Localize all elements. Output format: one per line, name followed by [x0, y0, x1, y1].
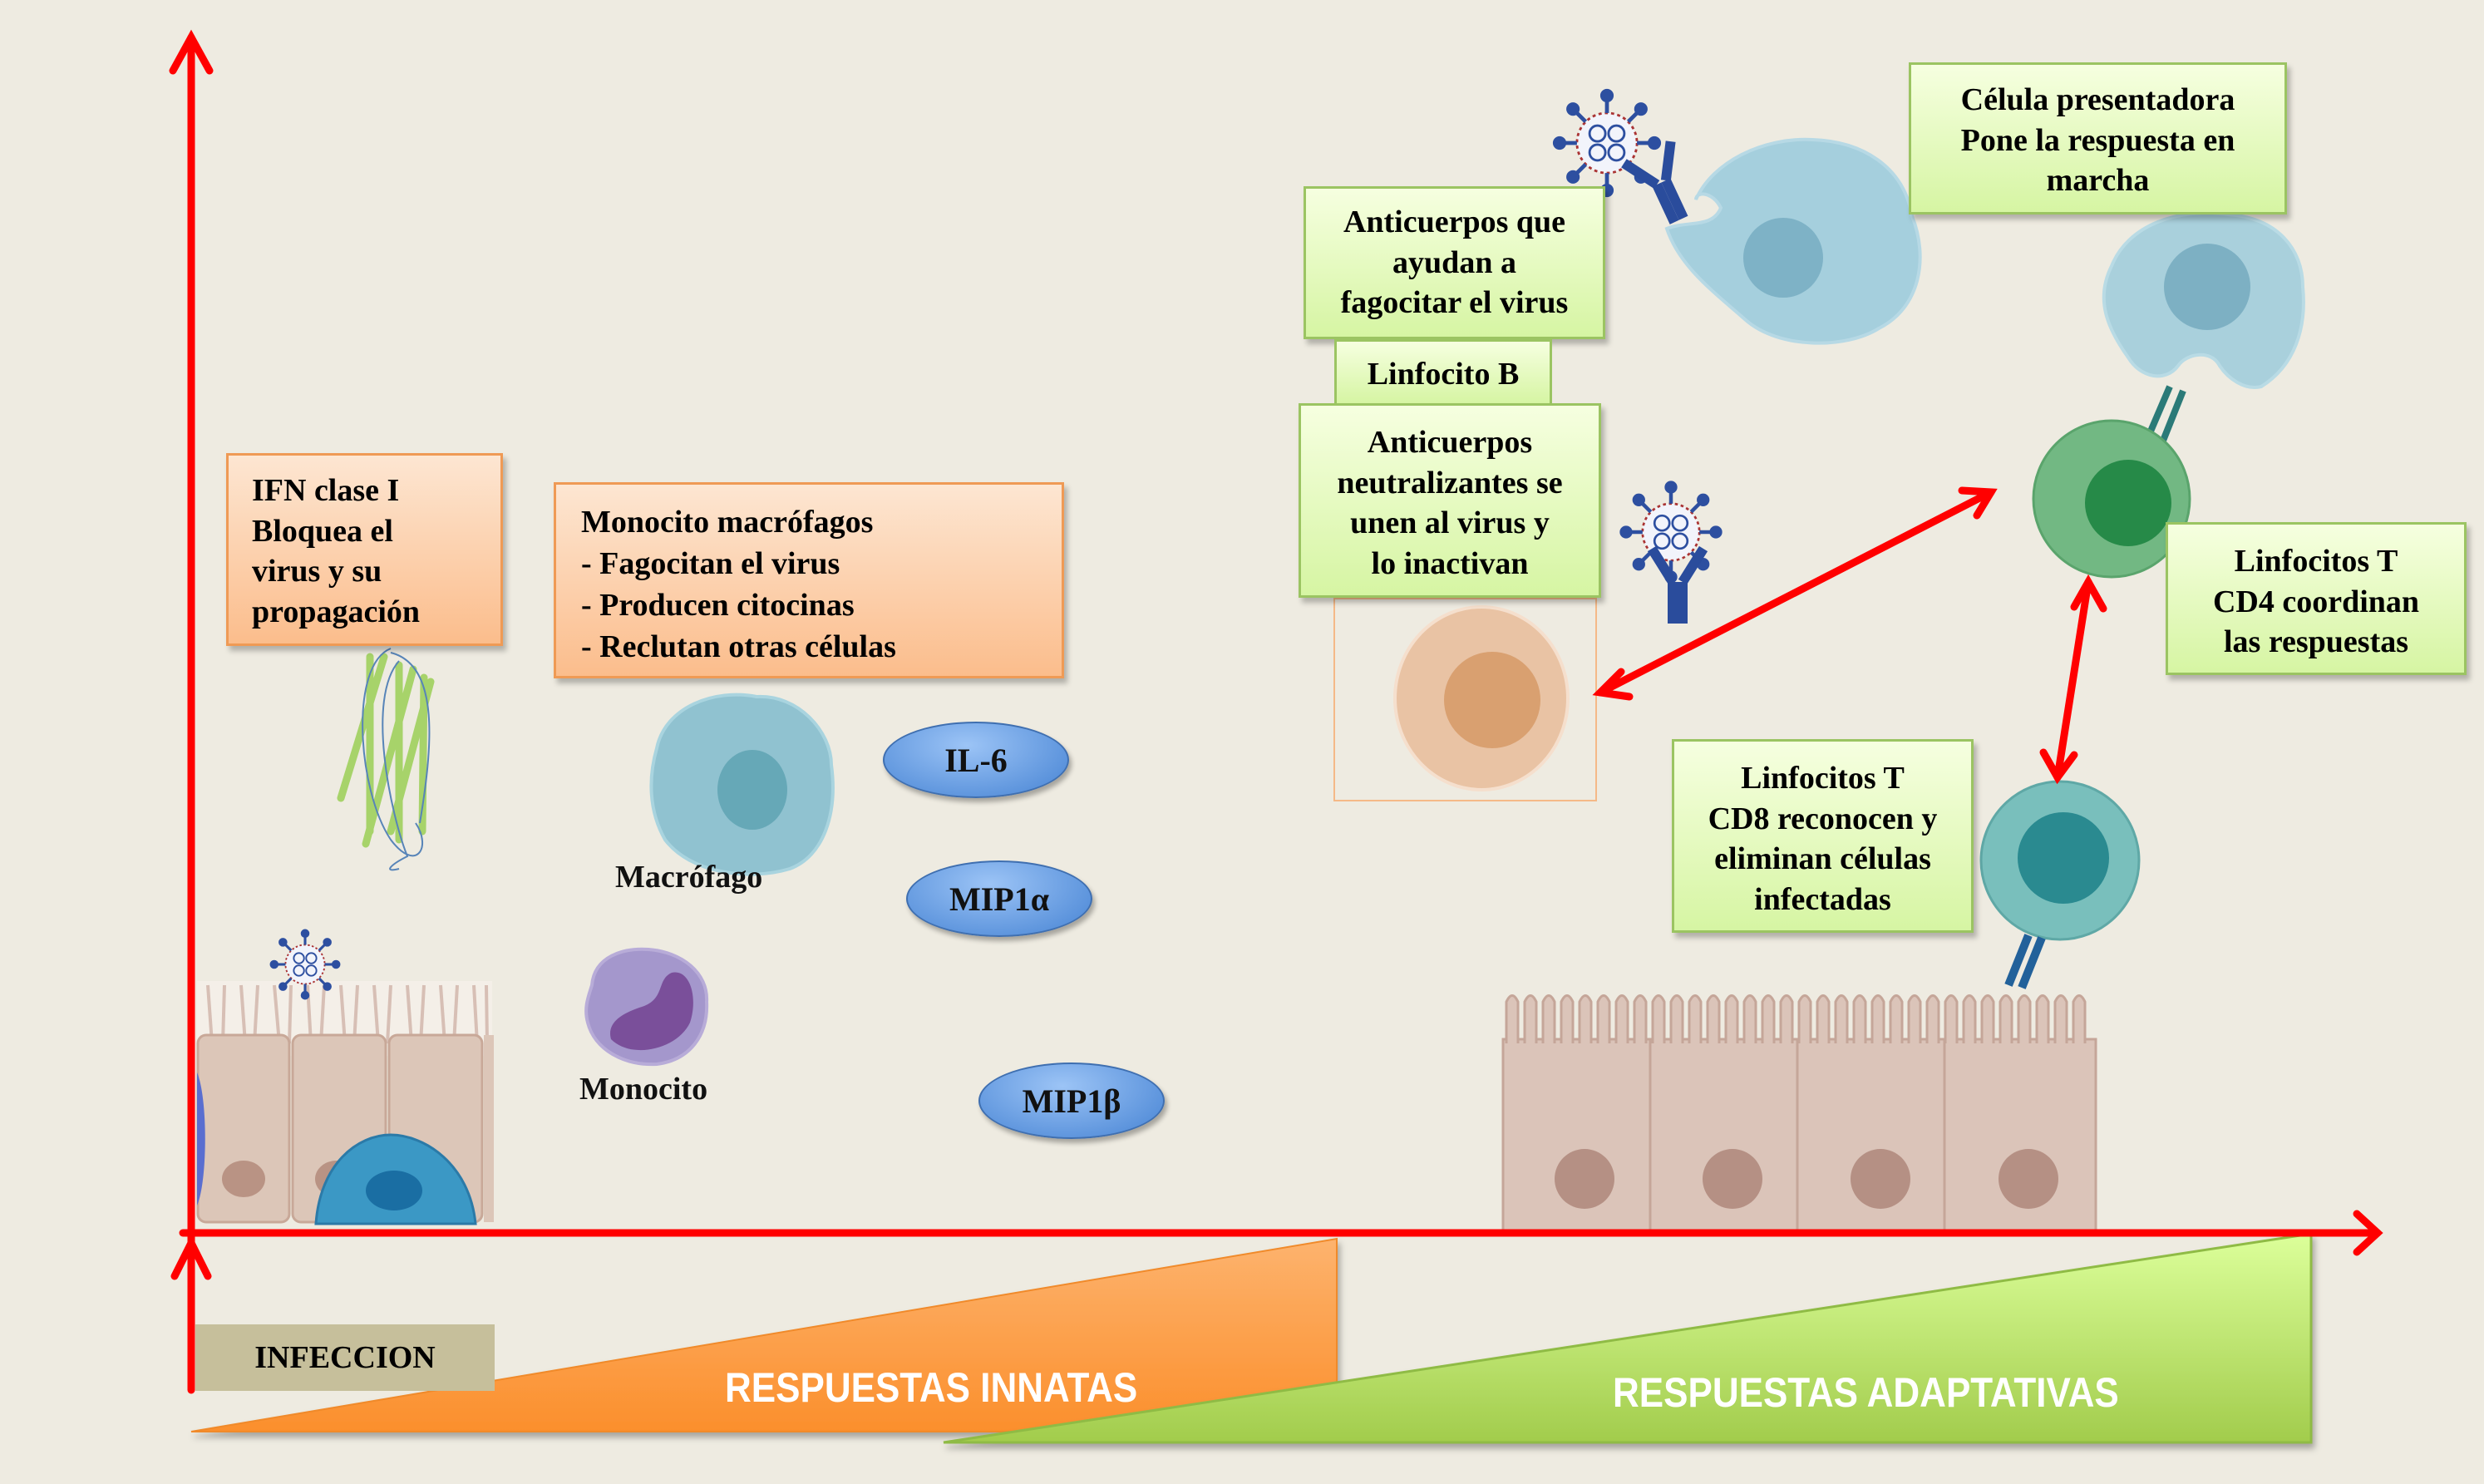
microvillus — [2017, 994, 2032, 1043]
ifn-line: IFN clase I — [252, 473, 400, 508]
microvillus — [1779, 994, 1794, 1043]
microvillus — [1852, 994, 1867, 1043]
microvillus — [1669, 994, 1684, 1043]
microvillus — [1761, 994, 1776, 1043]
info-line: neutralizantes se — [1337, 465, 1563, 500]
infected-epithelium — [196, 929, 494, 1225]
info-line: CD4 coordinan — [2212, 584, 2420, 619]
arrow-cd4-cd8 — [2053, 578, 2092, 781]
microvillus — [1980, 994, 1995, 1043]
microvillus — [2072, 994, 2087, 1043]
microvillus — [2053, 994, 2068, 1043]
monocyte-label: Monocito — [579, 1072, 708, 1107]
microvillus — [1541, 994, 1556, 1043]
info-line: las respuestas — [2223, 624, 2409, 660]
monocyte-cell-icon — [584, 947, 709, 1067]
microvillus — [1944, 994, 1959, 1043]
info-line: Linfocitos T — [1741, 761, 1905, 796]
neutralizing-antibodies-box: Anticuerpos neutralizantes se unen al vi… — [1299, 403, 1601, 598]
info-line: Pone la respuesta en — [1960, 122, 2235, 158]
microvillus — [2035, 994, 2050, 1043]
b-lymphocyte-box: Linfocito B — [1334, 339, 1552, 406]
info-line: Anticuerpos — [1367, 425, 1533, 460]
antigen-presenting-cell-box: Célula presentadora Pone la respuesta en… — [1909, 62, 2287, 214]
microvillus — [1505, 994, 1520, 1043]
cytokine-il6: IL-6 — [883, 722, 1069, 798]
opsonizing-antibodies-box: Anticuerpos que ayudan a fagocitar el vi… — [1304, 186, 1605, 339]
info-line: fagocitar el virus — [1340, 285, 1569, 321]
innate-response-label: RESPUESTAS INNATAS — [725, 1364, 1138, 1411]
microvillus — [1889, 994, 1904, 1043]
cd4-t-cell-icon — [2032, 419, 2191, 579]
microvillus — [1724, 994, 1739, 1043]
cd8-t-cell-icon — [1979, 780, 2141, 989]
epithelium-cells — [1501, 994, 2097, 1232]
info-line: CD8 reconocen y — [1708, 801, 1938, 836]
microvillus — [1523, 994, 1538, 1043]
microvillus — [1596, 994, 1611, 1043]
antigen-presenting-cell-icon — [2102, 211, 2305, 451]
info-line: infectadas — [1754, 881, 1891, 917]
infection-label: INFECCION — [195, 1324, 495, 1391]
adaptive-response-label: RESPUESTAS ADAPTATIVAS — [1613, 1369, 2119, 1416]
ifn-line: Bloquea el — [252, 513, 393, 549]
microvillus — [1742, 994, 1757, 1043]
adaptive-response-triangle — [943, 1232, 2313, 1444]
macrophage-cell-icon — [649, 693, 835, 876]
monocyte-macrophage-info-box: Monocito macrófagos - Fagocitan el virus… — [554, 482, 1064, 678]
y-axis-arrowhead — [169, 29, 214, 75]
microvillus — [1578, 994, 1593, 1043]
microvillus — [1999, 994, 2013, 1043]
info-line: Linfocito B — [1367, 357, 1520, 392]
cytokine-mip1a: MIP1α — [906, 860, 1092, 937]
microvillus — [1651, 994, 1666, 1043]
ifn-info-box: IFN clase I Bloquea el virus y su propag… — [226, 453, 503, 646]
cd4-info-box: Linfocitos T CD4 coordinan las respuesta… — [2166, 522, 2467, 675]
phagocyte-with-antibody-icon — [1555, 91, 1922, 345]
ifn-molecule-icon — [337, 648, 435, 871]
ifn-line: virus y su — [252, 554, 382, 589]
microvillus — [1834, 994, 1849, 1043]
microvillus — [1614, 994, 1629, 1043]
info-line: Linfocitos T — [2234, 544, 2398, 579]
microvillus — [1925, 994, 1940, 1043]
ifn-line: propagación — [252, 594, 421, 629]
arrow-cd4-bcell — [1596, 488, 1995, 697]
info-line: ayudan a — [1392, 244, 1516, 280]
x-axis-arrowhead — [2353, 1210, 2383, 1256]
info-line: Monocito macrófagos — [581, 505, 874, 540]
info-line: - Producen citocinas — [581, 588, 855, 624]
axes — [169, 29, 2383, 1394]
microvillus — [1560, 994, 1575, 1043]
info-line: - Reclutan otras células — [581, 629, 896, 665]
info-line: eliminan células — [1714, 841, 1931, 877]
infection-marker-arrowhead — [170, 1234, 212, 1280]
info-line: - Fagocitan el virus — [581, 546, 840, 582]
b-cell-icon — [1333, 483, 1720, 801]
info-line: marcha — [2046, 163, 2150, 199]
cytokine-mip1b: MIP1β — [978, 1062, 1165, 1139]
info-line: Célula presentadora — [1960, 82, 2235, 117]
microvillus — [1907, 994, 1922, 1043]
microvillus — [1797, 994, 1812, 1043]
info-line: Anticuerpos que — [1343, 205, 1566, 239]
info-line: lo inactivan — [1371, 545, 1529, 581]
microvillus — [1706, 994, 1721, 1043]
microvillus — [1633, 994, 1648, 1043]
microvillus — [1688, 994, 1703, 1043]
microvillus — [1962, 994, 1977, 1043]
macrophage-label: Macrófago — [615, 860, 763, 895]
microvillus — [1816, 994, 1831, 1043]
cd8-info-box: Linfocitos T CD8 reconocen y eliminan cé… — [1672, 739, 1974, 933]
microvillus — [1870, 994, 1885, 1043]
info-line: unen al virus y — [1350, 505, 1550, 541]
